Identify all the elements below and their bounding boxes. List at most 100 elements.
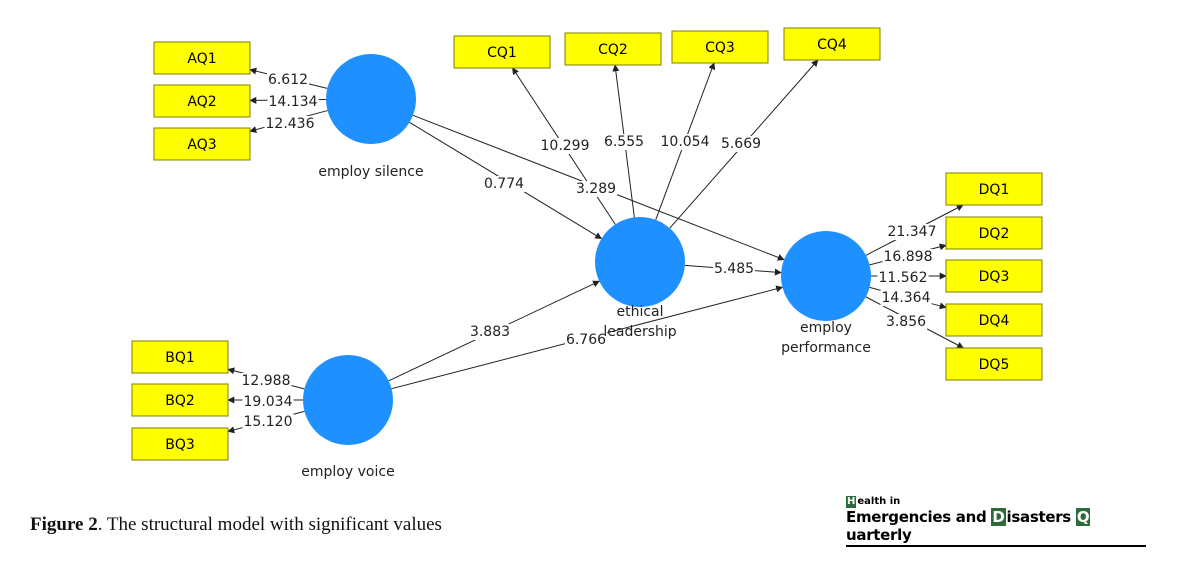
indicator-label: CQ4 bbox=[817, 37, 847, 53]
indicator-bq2: BQ2 bbox=[131, 383, 229, 417]
path-coefficient-voice-ethical-bg bbox=[468, 324, 512, 340]
construct-circle bbox=[595, 217, 685, 307]
loading-value-bq2: 19.034 bbox=[244, 394, 293, 410]
loading-value-cq2-bg bbox=[602, 134, 646, 150]
indicator-dq3: DQ3 bbox=[945, 259, 1043, 293]
journal-logo-word-rest: isasters bbox=[1006, 508, 1076, 526]
loading-value-aq1: 6.612 bbox=[268, 72, 308, 88]
indicator-box bbox=[153, 41, 251, 75]
indicator-box bbox=[131, 427, 229, 461]
loading-value-dq3-bg bbox=[877, 270, 929, 286]
loading-value-aq3: 12.436 bbox=[266, 116, 315, 132]
loading-value-bq3: 15.120 bbox=[244, 414, 293, 430]
loading-value-dq5: 3.856 bbox=[886, 314, 926, 330]
loading-value-cq2: 6.555 bbox=[604, 134, 644, 150]
indicator-label: DQ3 bbox=[979, 269, 1010, 285]
indicator-box bbox=[945, 347, 1043, 381]
indicator-cq2: CQ2 bbox=[564, 32, 662, 66]
loading-value-dq3: 11.562 bbox=[879, 270, 928, 286]
path-coefficient-silence-performance-bg bbox=[574, 181, 618, 197]
indicator-box bbox=[564, 32, 662, 66]
indicator-box bbox=[153, 127, 251, 161]
indicator-box bbox=[945, 216, 1043, 250]
indicator-box bbox=[945, 259, 1043, 293]
indicator-box bbox=[671, 30, 769, 64]
indicator-box bbox=[131, 340, 229, 374]
construct-label: employ silence bbox=[318, 164, 423, 180]
indicator-aq1: AQ1 bbox=[153, 41, 251, 75]
construct-label: employ bbox=[800, 320, 852, 336]
indicator-aq3: AQ3 bbox=[153, 127, 251, 161]
loading-value-cq1: 10.299 bbox=[541, 138, 590, 154]
journal-logo-line1-rest: ealth in bbox=[857, 496, 901, 507]
journal-logo-word-rest: uarterly bbox=[846, 526, 912, 544]
loading-value-dq1-bg bbox=[886, 224, 938, 240]
loading-value-dq5-bg bbox=[884, 314, 928, 330]
loading-value-dq4-bg bbox=[880, 290, 932, 306]
journal-logo-word-initial-boxed: D bbox=[991, 508, 1006, 526]
construct-voice: employ voice bbox=[301, 355, 395, 480]
journal-logo-word-initial: E bbox=[846, 508, 856, 526]
indicator-bq1: BQ1 bbox=[131, 340, 229, 374]
figure-caption-text: . The structural model with significant … bbox=[97, 514, 442, 535]
indicator-label: BQ1 bbox=[165, 350, 195, 366]
indicator-aq2: AQ2 bbox=[153, 84, 251, 118]
loading-value-bq2-bg bbox=[242, 394, 294, 410]
indicator-dq1: DQ1 bbox=[945, 172, 1043, 206]
indicator-label: DQ1 bbox=[979, 182, 1010, 198]
indicator-box bbox=[945, 303, 1043, 337]
path-coefficient-ethical-performance: 5.485 bbox=[714, 261, 754, 277]
indicator-label: AQ3 bbox=[187, 137, 216, 153]
construct-circle bbox=[303, 355, 393, 445]
indicator-label: BQ2 bbox=[165, 393, 195, 409]
indicator-label: CQ2 bbox=[598, 42, 628, 58]
indicator-label: DQ2 bbox=[979, 226, 1010, 242]
figure-caption-label: Figure 2 bbox=[30, 514, 98, 535]
indicator-label: DQ4 bbox=[979, 313, 1010, 329]
indicator-cq4: CQ4 bbox=[783, 27, 881, 61]
path-coefficient-silence-performance: 3.289 bbox=[576, 181, 616, 197]
loading-value-cq1-bg bbox=[539, 138, 591, 154]
journal-logo-initial: H bbox=[846, 496, 857, 508]
loading-value-cq4-bg bbox=[719, 136, 763, 152]
path-coefficient-voice-performance: 6.766 bbox=[566, 332, 606, 348]
path-coefficient-ethical-performance-bg bbox=[712, 261, 756, 277]
path-coefficient-silence-ethical: 0.774 bbox=[484, 176, 524, 192]
loading-value-bq3-bg bbox=[242, 414, 294, 430]
indicator-box bbox=[153, 84, 251, 118]
construct-label: ethical bbox=[616, 304, 663, 320]
indicator-cq1: CQ1 bbox=[453, 35, 551, 69]
construct-silence: employ silence bbox=[318, 54, 424, 180]
construct-label: employ voice bbox=[301, 464, 394, 480]
indicator-label: AQ1 bbox=[187, 51, 216, 67]
indicator-box bbox=[131, 383, 229, 417]
indicator-label: CQ3 bbox=[705, 40, 735, 56]
indicator-cq3: CQ3 bbox=[671, 30, 769, 64]
indicator-dq5: DQ5 bbox=[945, 347, 1043, 381]
loading-value-dq2-bg bbox=[882, 249, 934, 265]
loading-value-dq1: 21.347 bbox=[888, 224, 937, 240]
loading-value-bq1-bg bbox=[240, 373, 292, 389]
figure-caption: Figure 2. The structural model with sign… bbox=[30, 514, 442, 536]
loading-value-dq4: 14.364 bbox=[882, 290, 931, 306]
indicator-label: AQ2 bbox=[187, 94, 216, 110]
loading-value-aq2-bg bbox=[267, 94, 319, 110]
loading-value-dq2: 16.898 bbox=[884, 249, 933, 265]
journal-logo-word-rest: mergencies and bbox=[855, 508, 992, 526]
loading-value-aq1-bg bbox=[266, 72, 310, 88]
indicator-dq2: DQ2 bbox=[945, 216, 1043, 250]
journal-logo-word-initial-boxed: Q bbox=[1075, 508, 1091, 526]
loading-value-aq2: 14.134 bbox=[269, 94, 318, 110]
loading-value-cq3-bg bbox=[659, 134, 711, 150]
structural-model-diagram: 0.774 3.289 3.883 6.766 5.485 6.612 14.134 12.4… bbox=[131, 27, 1043, 480]
indicator-box bbox=[453, 35, 551, 69]
indicator-box bbox=[945, 172, 1043, 206]
indicator-bq3: BQ3 bbox=[131, 427, 229, 461]
construct-circle bbox=[326, 54, 416, 144]
loading-value-bq1: 12.988 bbox=[242, 373, 291, 389]
path-coefficient-voice-ethical: 3.883 bbox=[470, 324, 510, 340]
